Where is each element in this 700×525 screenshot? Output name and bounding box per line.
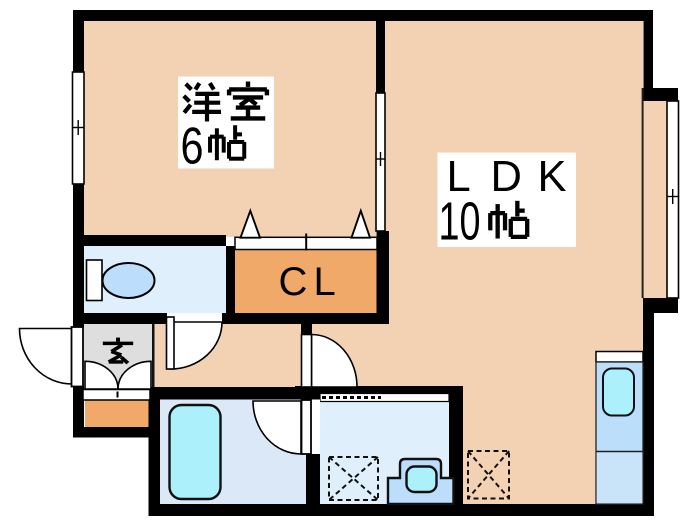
svg-text:C: C	[279, 260, 308, 304]
svg-text:D: D	[491, 153, 522, 201]
svg-text:10: 10	[439, 192, 481, 252]
svg-text:6: 6	[181, 117, 204, 175]
svg-text:K: K	[538, 153, 567, 201]
svg-text:L: L	[447, 153, 471, 201]
svg-text:L: L	[314, 260, 336, 304]
